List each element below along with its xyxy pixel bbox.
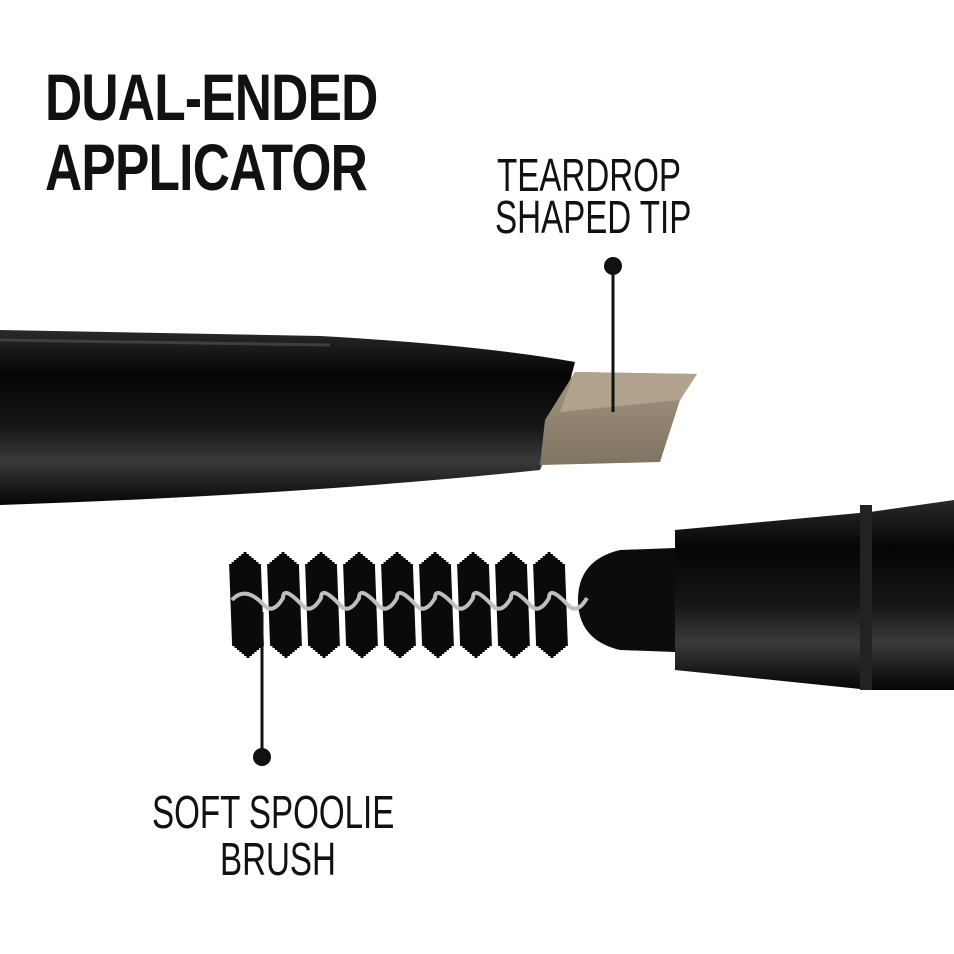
tip-callout-pointer xyxy=(604,257,622,412)
bristle-tuft xyxy=(419,551,454,659)
tip-callout-line-2: SHAPED TIP xyxy=(495,191,692,243)
bristle-tuft xyxy=(267,551,302,659)
bristle-tuft xyxy=(305,551,340,659)
brush-wire xyxy=(230,590,589,611)
teardrop-tip xyxy=(540,372,697,465)
bristle-tuft xyxy=(495,551,530,659)
pencil-body xyxy=(0,330,575,505)
bristle-tuft xyxy=(343,551,378,659)
bristle-tuft xyxy=(533,551,568,659)
headline-line-1: DUAL-ENDED xyxy=(45,60,378,134)
bristle-tuft xyxy=(229,551,264,659)
tip-callout-line-1: TEARDROP xyxy=(497,149,682,201)
brush-callout-line-1: SOFT SPOOLIE xyxy=(152,786,395,838)
bristle-tuft xyxy=(457,551,492,659)
spoolie-cap xyxy=(578,500,954,690)
headline-line-2: APPLICATOR xyxy=(45,130,368,204)
bristle-tuft xyxy=(381,551,416,659)
spoolie-brush xyxy=(229,551,589,659)
brush-callout-line-2: BRUSH xyxy=(220,833,336,885)
brush-callout-pointer xyxy=(253,612,271,766)
